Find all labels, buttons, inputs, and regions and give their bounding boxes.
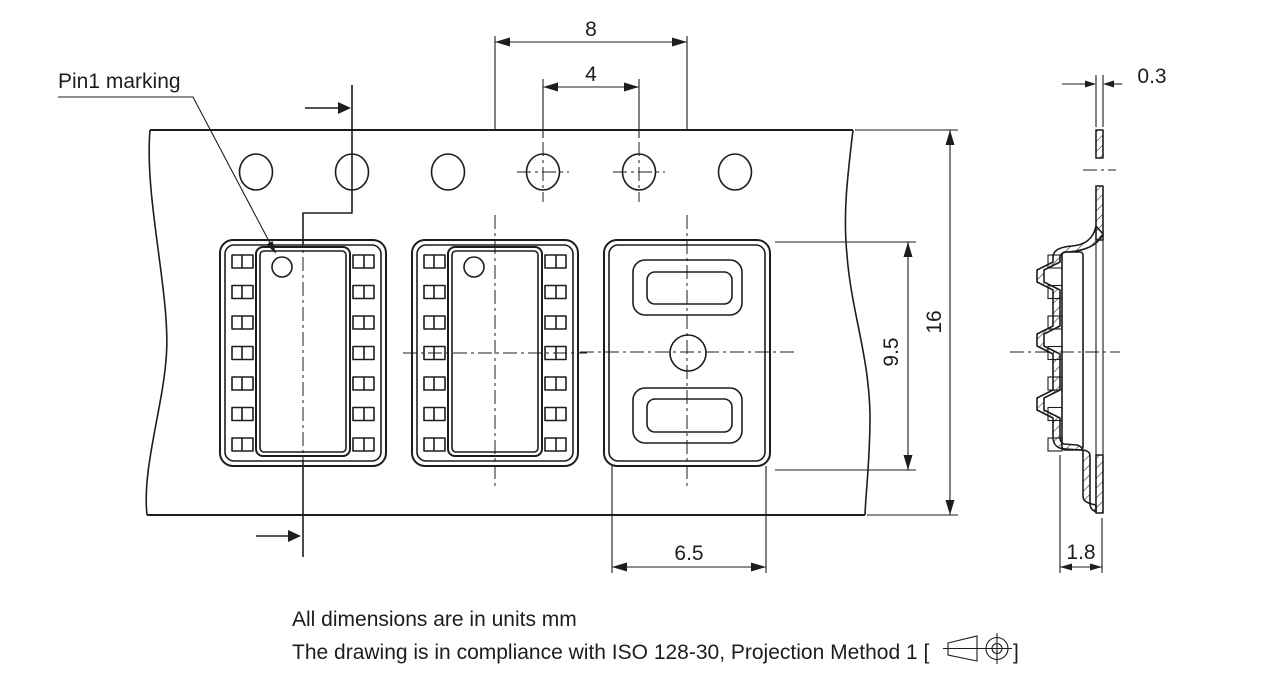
dim-pocket-length-label: 9.5 [880,337,903,366]
section-cut-line [256,85,353,557]
pocket-3-empty [603,239,771,467]
dim-sprocket-pitch-label: 4 [585,63,597,86]
ic-section [1047,251,1084,452]
ic-body-section [1061,251,1084,451]
pocket-section-profile [1036,225,1104,513]
projection-method-icon [943,633,1012,664]
note-line-1: All dimensions are in units mm [292,608,577,631]
dim-tape-width: 16 [855,129,958,516]
dim-pocket-pitch-label: 8 [585,18,597,41]
dim-pocket-length: 9.5 [775,241,916,471]
pocket-lower-slot-inner [646,398,733,433]
pin1-marking-label: Pin1 marking [58,70,181,93]
section-arrow-top [338,102,351,114]
pocket-upper-slot-inner [646,271,733,305]
note-line-2-close: ] [1013,641,1019,664]
dim-pocket-width-label: 6.5 [674,542,703,565]
side-view-section: 0.3 1.8 [1010,65,1167,573]
hole-centerlines [517,142,569,202]
projection-cone-side [947,635,978,662]
dim-tape-width-label: 16 [923,310,946,333]
sprocket-hole [430,153,466,191]
ic-pins-section [1047,254,1063,452]
dim-pocket-pitch: 8 [494,18,688,130]
dimensions-front: 8 4 16 9.5 [494,18,958,573]
dim-pocket-width: 6.5 [611,466,767,573]
sprocket-hole [717,153,753,191]
dim-pocket-depth: 1.8 [1059,455,1103,573]
pin1-leader-line [58,96,272,246]
note-line-2: The drawing is in compliance with ISO 12… [292,641,929,664]
pin1-leader-arrow [266,241,276,254]
tape-section-top [1095,129,1104,159]
front-view [145,85,871,557]
sprocket-hole [238,153,274,191]
hole-centerlines [613,142,665,202]
section-arrow-bottom [288,530,301,542]
tape-right-break-edge [844,129,871,516]
sprocket-holes [238,142,753,202]
dim-sprocket-pitch: 4 [542,63,640,138]
notes: All dimensions are in units mm The drawi… [292,608,1019,664]
dim-pocket-depth-label: 1.8 [1066,541,1095,564]
tape-left-break-edge [145,129,168,516]
pocket-center-hole [669,334,707,372]
tape-plane-lines [1095,240,1104,455]
dim-tape-thickness: 0.3 [1062,65,1167,127]
pocket-upper-slot [632,259,743,316]
pin1-callout: Pin1 marking [58,70,276,254]
tape-section-bottom [1095,454,1104,514]
dim-tape-thickness-label: 0.3 [1137,65,1166,88]
pocket-lower-slot [632,387,743,444]
